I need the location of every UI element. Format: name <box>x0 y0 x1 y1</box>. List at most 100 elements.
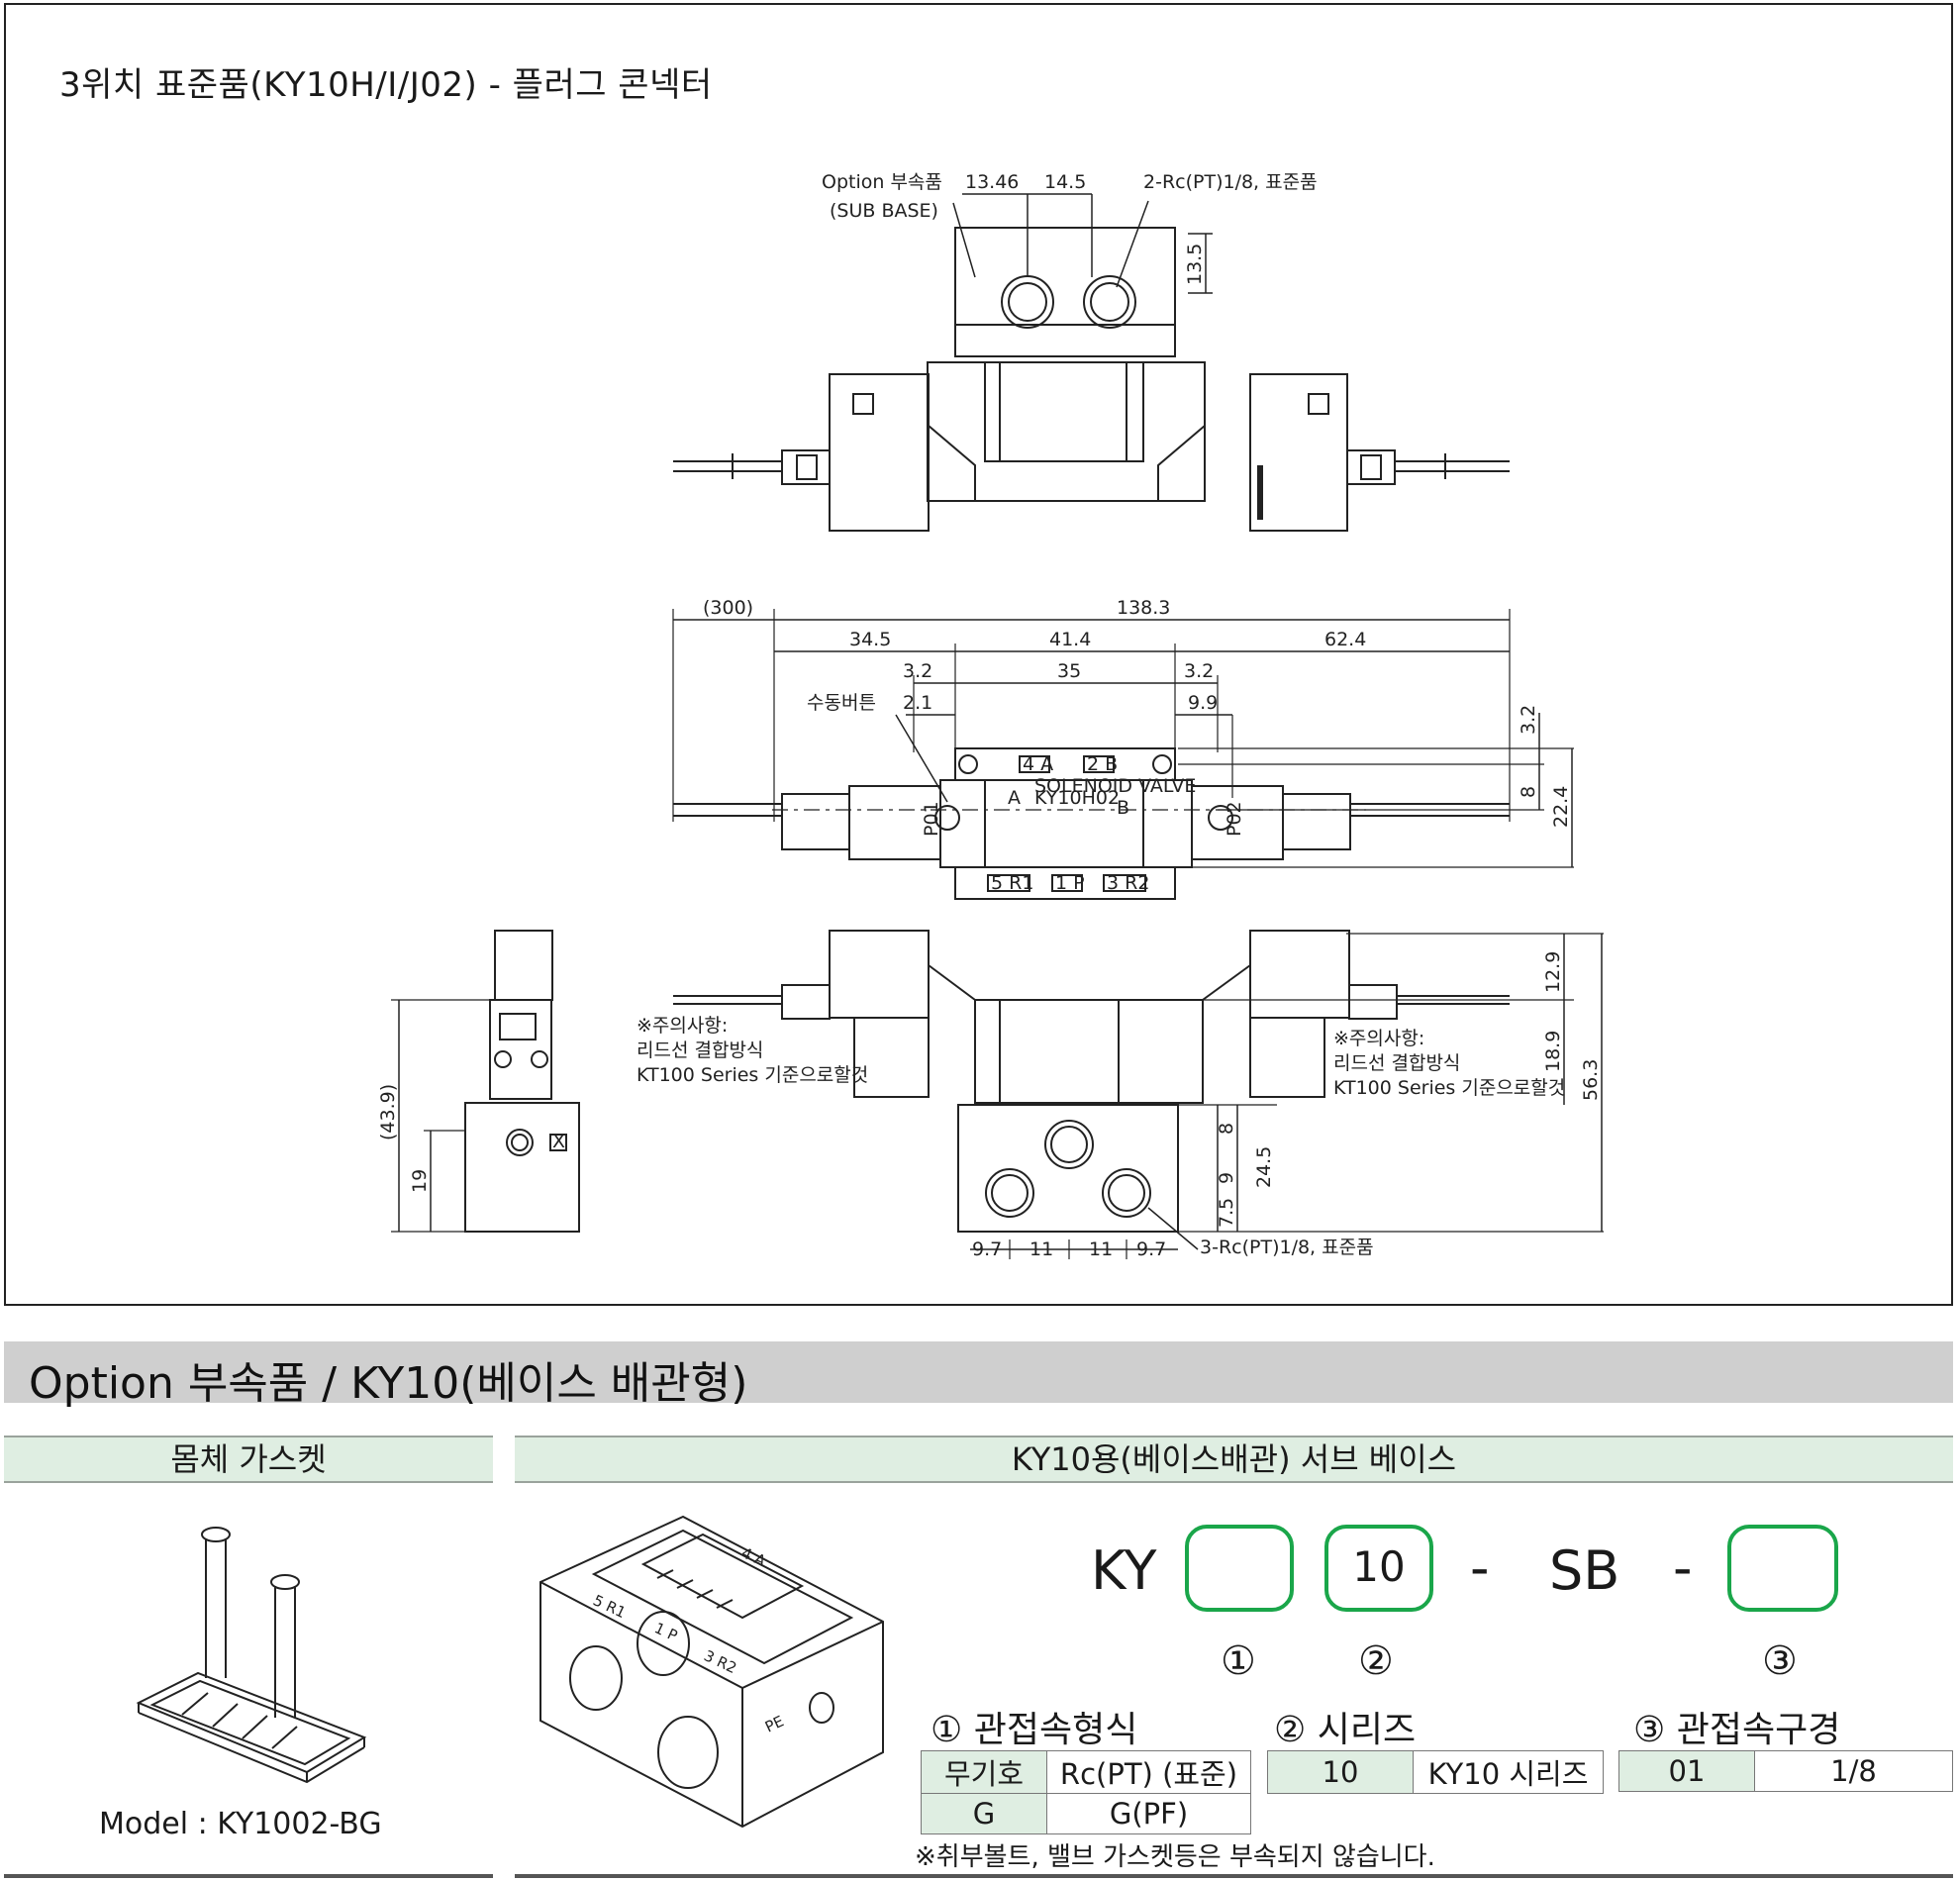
front-dim-b1: 9.7 <box>972 1238 1002 1260</box>
drawing-title: 3위치 표준품(KY10H/I/J02) - 플러그 콘넥터 <box>59 65 713 105</box>
dim-inner-mid: 35 <box>1057 660 1081 682</box>
field1-code: G <box>921 1793 1047 1834</box>
caution-left-line2: KT100 Series 기준으로할것 <box>637 1064 868 1086</box>
subbase-note: ※취부볼트, 밸브 가스켓등은 부속되지 않습니다. <box>915 1842 1435 1872</box>
subbase-illustration: 5 R1 1 P 3 R2 4 A PE <box>539 1515 884 1829</box>
dim-inner-right: 3.2 <box>1184 660 1214 682</box>
table-row: G G(PF) <box>921 1793 1251 1834</box>
code-dash-2: - <box>1673 1536 1693 1599</box>
field3-desc: 1/8 <box>1754 1750 1953 1792</box>
top-view <box>673 193 1510 532</box>
code-sb: SB <box>1549 1539 1620 1602</box>
plan-view <box>672 609 1574 900</box>
field3-table: 01 1/8 <box>1618 1750 1953 1792</box>
dim-13-46: 13.46 <box>965 171 1019 193</box>
gasket-illustration <box>136 1527 367 1784</box>
dim-small-right: 9.9 <box>1188 692 1218 714</box>
code-box-3 <box>1727 1525 1838 1612</box>
front-dim-h3: 56.3 <box>1580 1059 1602 1101</box>
field1-code: 무기호 <box>921 1750 1047 1794</box>
circle-num-1: ① <box>1221 1638 1256 1684</box>
gasket-bottom-rule <box>4 1874 493 1878</box>
dim-inner-left: 3.2 <box>903 660 932 682</box>
drawing-frame <box>4 3 1953 1306</box>
field3-code: 01 <box>1618 1750 1755 1792</box>
mark-pilot2: P02 <box>1224 801 1245 837</box>
option-section-title: Option 부속품 / KY10(베이스 배관형) <box>29 1358 748 1409</box>
dim-v1: 3.2 <box>1518 705 1539 735</box>
subbase-header: KY10용(베이스배관) 서브 베이스 <box>515 1436 1953 1483</box>
front-dim-b2: 11 <box>1029 1238 1053 1260</box>
circle-num-2: ② <box>1358 1638 1394 1684</box>
field3-title: ③ 관접속구경 <box>1633 1710 1841 1750</box>
iso-mark-pe: PE <box>762 1712 786 1735</box>
solenoid-brand: SOLENOID VALVE <box>1034 775 1196 797</box>
code-box-2: 10 <box>1324 1525 1433 1612</box>
label-manual-button: 수동버튼 <box>807 692 876 714</box>
code-prefix: KY <box>1091 1539 1157 1602</box>
front-view <box>673 930 1604 1259</box>
side-dim-h2: 19 <box>409 1169 431 1193</box>
dim-14-5: 14.5 <box>1044 171 1086 193</box>
front-dim-v4: 7.5 <box>1216 1198 1237 1228</box>
subbase-bottom-rule <box>515 1874 1953 1878</box>
label-ports-top: 2-Rc(PT)1/8, 표준품 <box>1143 171 1318 193</box>
field2-table: 10 KY10 시리즈 <box>1267 1750 1604 1794</box>
caution-left-title: ※주의사항: <box>637 1015 728 1037</box>
dim-left: 34.5 <box>849 629 891 650</box>
caution-right-title: ※주의사항: <box>1333 1028 1424 1049</box>
front-dim-b3: 11 <box>1089 1238 1113 1260</box>
gasket-header: 몸체 가스켓 <box>4 1436 493 1483</box>
front-dim-v1: 8 <box>1216 1123 1237 1135</box>
front-dim-b4: 9.7 <box>1136 1238 1166 1260</box>
field2-code: 10 <box>1267 1750 1414 1794</box>
field1-table: 무기호 Rc(PT) (표준) G G(PF) <box>921 1750 1251 1834</box>
front-dim-v2: 9 <box>1216 1172 1237 1184</box>
front-dim-h1: 12.9 <box>1542 951 1564 993</box>
iso-mark-r2: 3 R2 <box>701 1646 739 1677</box>
dim-v2: 8 <box>1518 786 1539 798</box>
circle-num-3: ③ <box>1762 1638 1798 1684</box>
mark-pilot-b: B <box>1117 797 1129 819</box>
front-dim-v3: 24.5 <box>1253 1146 1275 1188</box>
mark-port2: 2 B <box>1087 753 1118 775</box>
table-row: 10 KY10 시리즈 <box>1267 1750 1604 1794</box>
mark-port4: 4 A <box>1023 753 1053 775</box>
field2-desc: KY10 시리즈 <box>1413 1750 1604 1794</box>
dim-v3: 22.4 <box>1550 786 1572 828</box>
side-view <box>391 930 580 1233</box>
label-ports-bottom: 3-Rc(PT)1/8, 표준품 <box>1200 1237 1374 1258</box>
mark-port3: 3 R2 <box>1107 872 1149 894</box>
dim-overall: 138.3 <box>1117 597 1170 619</box>
field1-desc: Rc(PT) (표준) <box>1046 1750 1251 1794</box>
dim-right: 62.4 <box>1324 629 1366 650</box>
gasket-model-label: Model : KY1002-BG <box>99 1807 382 1841</box>
mark-port5: 5 R1 <box>991 872 1033 894</box>
caution-right-line1: 리드선 결합방식 <box>1333 1052 1460 1074</box>
dim-13-5: 13.5 <box>1184 244 1206 285</box>
caution-right-line2: KT100 Series 기준으로할것 <box>1333 1077 1565 1099</box>
dim-mid: 41.4 <box>1049 629 1091 650</box>
table-row: 01 1/8 <box>1618 1750 1953 1792</box>
field1-desc: G(PF) <box>1046 1793 1251 1834</box>
caution-left-line1: 리드선 결합방식 <box>637 1040 763 1061</box>
code-box-1 <box>1185 1525 1294 1612</box>
front-dim-h2: 18.9 <box>1542 1031 1564 1072</box>
field2-title: ② 시리즈 <box>1274 1710 1417 1750</box>
iso-mark-p: 1 P <box>651 1619 680 1644</box>
solenoid-model: KY10H02 <box>1034 787 1120 809</box>
label-sub-base: (SUB BASE) <box>830 200 938 222</box>
side-dim-h1: (43.9) <box>377 1084 399 1140</box>
code-dash-1: - <box>1470 1536 1490 1599</box>
table-row: 무기호 Rc(PT) (표준) <box>921 1750 1251 1794</box>
technical-drawing: 13.46 14.5 13.5 Option 부속품 (SUB BASE) 2-… <box>377 171 1604 1260</box>
dim-lead: (300) <box>703 597 753 619</box>
field1-title: ① 관접속형식 <box>931 1710 1138 1750</box>
dim-small-left: 2.1 <box>903 692 932 714</box>
mark-pilot-a: A <box>1008 787 1021 809</box>
side-mark-x: X <box>552 1131 565 1152</box>
mark-port1: 1 P <box>1055 872 1085 894</box>
label-option-part: Option 부속품 <box>822 171 942 193</box>
option-section-band: Option 부속품 / KY10(베이스 배관형) <box>4 1341 1953 1409</box>
mark-pilot1: P01 <box>921 801 942 837</box>
